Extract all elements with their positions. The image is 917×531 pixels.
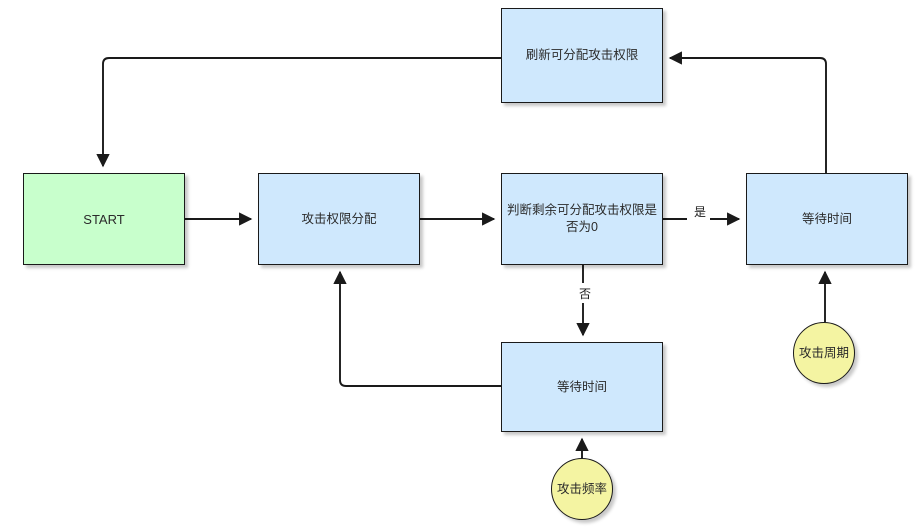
node-attack-cycle-param[interactable]: 攻击周期	[793, 322, 855, 384]
node-start[interactable]: START	[23, 173, 185, 265]
edge-wait-right-to-refresh	[668, 51, 827, 173]
node-decision-remaining-quota-zero[interactable]: 判断剩余可分配攻击权限是否为0	[501, 173, 663, 265]
node-wait-time-bottom[interactable]: 等待时间	[501, 342, 663, 432]
node-refresh-attack-quota[interactable]: 刷新可分配攻击权限	[501, 8, 663, 103]
node-wait-time-bottom-label: 等待时间	[556, 379, 607, 394]
edge-refresh-to-start	[96, 57, 501, 168]
node-attack-frequency-param[interactable]: 攻击频率	[551, 458, 613, 520]
edge-wait-bottom-to-allocate	[333, 270, 501, 387]
edge-label-yes: 是	[691, 203, 710, 220]
node-start-label: START	[83, 211, 125, 227]
node-refresh-attack-quota-label: 刷新可分配攻击权限	[525, 48, 639, 62]
node-attack-cycle-param-label: 攻击周期	[798, 345, 849, 360]
node-attack-frequency-param-label: 攻击频率	[556, 481, 607, 496]
node-wait-time-right-label: 等待时间	[801, 211, 852, 226]
edge-label-no: 否	[576, 285, 595, 302]
node-wait-time-right[interactable]: 等待时间	[746, 173, 908, 265]
node-attack-permission-allocation-label: 攻击权限分配	[301, 211, 377, 226]
node-attack-permission-allocation[interactable]: 攻击权限分配	[258, 173, 420, 265]
node-decision-remaining-quota-zero-label: 判断剩余可分配攻击权限是否为0	[506, 203, 657, 234]
